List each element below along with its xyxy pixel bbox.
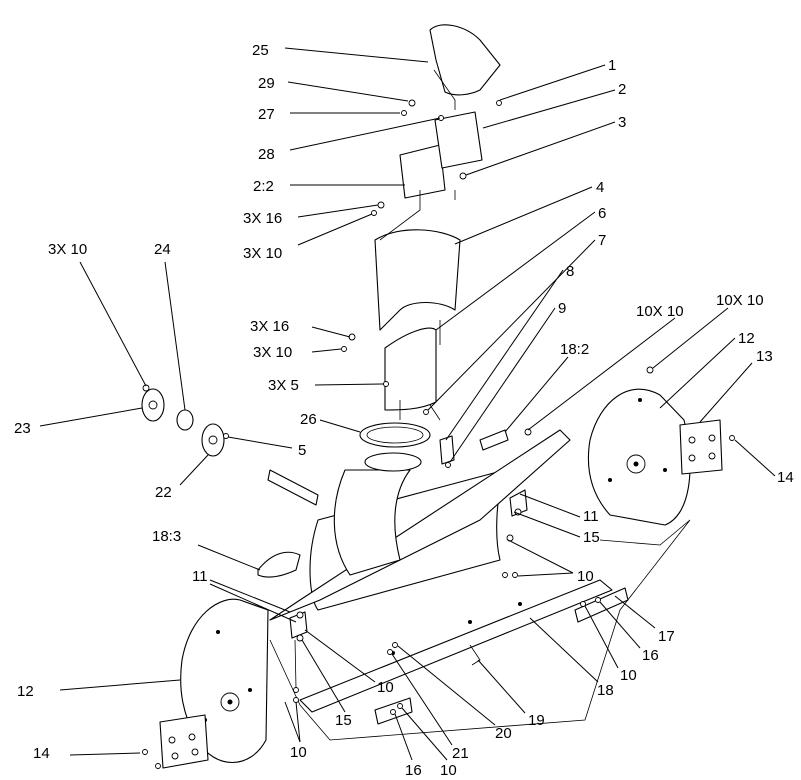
callout-15-right: 15 — [583, 529, 600, 546]
right-bolt-14 — [729, 435, 735, 441]
callout-3: 3 — [618, 114, 626, 131]
callout-27: 27 — [258, 106, 275, 123]
decal-18-3 — [257, 551, 301, 578]
callout-5: 5 — [298, 442, 306, 459]
callout-19: 19 — [528, 712, 545, 729]
chute-deflector-2 — [434, 111, 483, 169]
callout-11-right: 11 — [583, 508, 599, 525]
callout-3x10-left: 3X 10 — [48, 241, 87, 258]
callout-10x10-lower: 10X 10 — [636, 303, 684, 320]
left-bolt-14 — [142, 749, 148, 755]
chute-mid-section-4 — [374, 229, 461, 331]
callout-9: 9 — [558, 300, 566, 317]
callout-21: 21 — [452, 745, 469, 762]
callout-29: 29 — [258, 75, 275, 92]
callout-3x10-upper: 3X 10 — [243, 245, 282, 262]
bolt-9 — [445, 462, 451, 468]
callout-2-2: 2:2 — [253, 178, 274, 195]
right-bearing-bracket — [679, 419, 723, 475]
nut-10-right — [512, 572, 518, 578]
callout-4: 4 — [596, 179, 604, 196]
callout-3x16-lower: 3X 16 — [250, 318, 289, 335]
callout-20: 20 — [495, 725, 512, 742]
chute-lower-section-6 — [384, 327, 437, 411]
spring-19 — [469, 644, 481, 666]
callout-3x16-upper: 3X 16 — [243, 210, 282, 227]
callout-labels: 25 1 2 29 27 3 28 2:2 4 3X 16 6 3X 10 3X… — [14, 42, 794, 779]
washer-3x16-upper — [377, 201, 385, 209]
callout-8: 8 — [566, 263, 574, 280]
nut-10-lower — [397, 703, 403, 709]
nut-3x10-lower — [341, 346, 347, 352]
washer-29 — [408, 99, 416, 107]
nut-15-left — [296, 634, 304, 642]
bolt-3x5 — [383, 381, 389, 387]
chute-base-ring — [364, 452, 422, 472]
bolt-10x10-a — [646, 366, 654, 374]
callout-23: 23 — [14, 420, 31, 437]
callout-24: 24 — [154, 241, 171, 258]
scraper-bar — [299, 579, 613, 713]
nut-16-left — [390, 709, 396, 715]
clip-11-right — [509, 489, 528, 517]
callout-15-left: 15 — [335, 712, 352, 729]
callout-26: 26 — [300, 411, 317, 428]
callout-22: 22 — [155, 484, 172, 501]
callout-14-left: 14 — [33, 745, 50, 762]
parts-artwork — [141, 24, 735, 769]
bolt-7 — [423, 409, 429, 415]
bolt-10x10-b — [524, 428, 532, 436]
callout-28: 28 — [258, 146, 275, 163]
callout-3x10-lower: 3X 10 — [253, 344, 292, 361]
bolt-5 — [223, 433, 229, 439]
collar-24 — [176, 409, 194, 431]
callout-14-right: 14 — [777, 469, 794, 486]
assembly-guides — [379, 69, 456, 421]
callout-18-2: 18:2 — [560, 341, 589, 358]
callout-11-left: 11 — [192, 568, 208, 585]
nut-10-left-a — [293, 687, 299, 693]
callout-16-right: 16 — [642, 647, 659, 664]
housing-outline — [269, 519, 691, 741]
nut-16-right — [595, 597, 601, 603]
callout-10-lower-right: 10 — [620, 667, 637, 684]
callout-12-bottom: 12 — [17, 683, 34, 700]
callout-10-bottom-left: 10 — [290, 744, 307, 761]
bolt-3 — [459, 172, 467, 180]
callout-18-3: 18:3 — [152, 528, 181, 545]
right-skid-shoe — [574, 587, 629, 623]
nut-3x10-upper — [371, 210, 377, 216]
callout-10-right: 10 — [577, 568, 594, 585]
auger-housing-front-chute-opening — [333, 469, 411, 576]
nut-10-lower-right — [580, 601, 586, 607]
nut-27 — [401, 110, 407, 116]
callout-7: 7 — [598, 232, 606, 249]
callout-10-bottom: 10 — [440, 762, 457, 779]
nut-10-left-b — [293, 697, 299, 703]
drive-shaft-arm — [267, 469, 319, 506]
leader-lines — [39, 47, 776, 761]
callout-10-mid-left: 10 — [377, 679, 394, 696]
chute-cap-25 — [429, 24, 501, 96]
callout-13: 13 — [756, 348, 773, 365]
auger-housing-body — [269, 429, 571, 621]
chute-deflector-2-2 — [399, 144, 446, 199]
decal-18-2 — [479, 429, 509, 451]
callout-16-bottom: 16 — [405, 762, 422, 779]
callout-25: 25 — [252, 42, 269, 59]
left-bearing-bracket — [159, 714, 209, 769]
bolt-21 — [387, 649, 393, 655]
callout-12-top: 12 — [738, 330, 755, 347]
callout-1: 1 — [608, 57, 616, 74]
callout-17: 17 — [658, 628, 675, 645]
bolt-1 — [496, 100, 502, 106]
callout-3x5: 3X 5 — [268, 377, 299, 394]
callout-6: 6 — [598, 205, 606, 222]
callout-10x10-upper: 10X 10 — [716, 292, 764, 309]
nut-15-right — [506, 534, 514, 542]
bolt-20 — [392, 642, 398, 648]
callout-2: 2 — [618, 81, 626, 98]
callout-18: 18 — [597, 682, 614, 699]
